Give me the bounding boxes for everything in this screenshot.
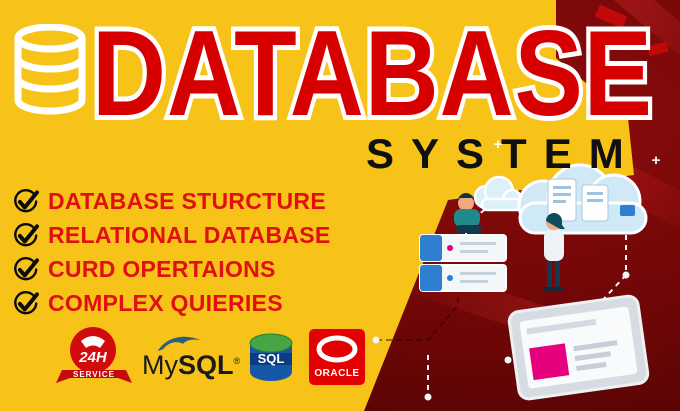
oracle-label: ORACLE [314,368,359,379]
feature-label: COMPLEX QUIERIES [48,290,283,316]
service-hours-label: 24H [78,349,108,366]
big-cloud-icon [517,163,648,235]
tablet-icon [507,294,650,401]
feature-label: RELATIONAL DATABASE [48,222,331,248]
check-icon [14,291,39,315]
server-stack-icon [419,234,507,292]
svg-text:+: + [494,136,503,153]
feature-label: DATABASE STURCTURE [48,188,326,214]
mysql-wordmark: MySQL® [142,350,240,381]
cloud-documents [547,178,635,222]
registered-mark: ® [233,356,241,366]
mysql-sql-text: SQL [178,350,234,380]
logo-row: 24H SERVICE MySQL® SQL ORACLE [56,324,366,390]
service-ribbon-label: SERVICE [73,370,115,379]
feature-item: RELATIONAL DATABASE [12,222,331,249]
standing-person-figure [544,213,565,291]
database-icon [14,24,86,115]
service-ribbon [56,370,132,383]
subtitle-system: SYSTEM [366,130,641,177]
feature-item: COMPLEX QUIERIES [12,290,331,317]
mysql-my-text: My [142,350,178,380]
mysql-logo: MySQL® [142,331,240,383]
sql-badge-label: SQL [258,351,285,366]
sql-database-logo: SQL [249,333,293,381]
title-outline: DATABASE [88,5,656,141]
sitting-person-figure [454,193,482,233]
check-icon [14,223,39,247]
feature-item: DATABASE STURCTURE [12,188,331,215]
cloud-computing-illustration: +++ [372,136,661,401]
svg-text:+: + [652,152,661,169]
feature-list: DATABASE STURCTURE RELATIONAL DATABASE C… [12,188,331,324]
small-cloud-icon [473,175,526,212]
title-text: DATABASE [92,5,653,141]
oracle-ring-icon [316,335,358,363]
check-icon [14,257,39,281]
oracle-logo: ORACLE [309,329,365,385]
check-icon [14,189,39,213]
feature-item: CURD OPERTAIONS [12,256,331,283]
phone-icon [81,336,105,348]
24h-service-badge: 24H SERVICE [56,327,132,383]
feature-label: CURD OPERTAIONS [48,256,276,282]
dolphin-icon [157,336,201,352]
title-database: DATABASE DATABASE [88,5,656,141]
